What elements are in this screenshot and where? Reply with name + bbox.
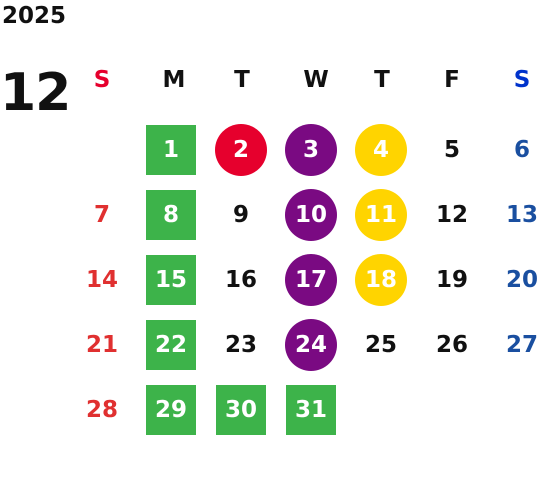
day-28: 28 — [85, 397, 118, 423]
day-4: 4 — [355, 124, 407, 176]
day-16: 16 — [224, 267, 257, 293]
day-21: 21 — [85, 332, 118, 358]
day-14: 14 — [85, 267, 118, 293]
weekday-header-sun: S — [93, 67, 111, 93]
day-31: 31 — [286, 385, 336, 435]
day-30: 30 — [216, 385, 266, 435]
day-27: 27 — [505, 332, 538, 358]
day-20: 20 — [505, 267, 538, 293]
day-19: 19 — [435, 267, 468, 293]
day-22: 22 — [146, 320, 196, 370]
day-17: 17 — [285, 254, 337, 306]
month-label: 12 — [0, 63, 71, 123]
day-3: 3 — [285, 124, 337, 176]
day-8: 8 — [146, 190, 196, 240]
weekday-header-sat: S — [513, 67, 531, 93]
weekday-header-wed: W — [303, 67, 329, 93]
day-23: 23 — [224, 332, 257, 358]
day-25: 25 — [364, 332, 397, 358]
day-29: 29 — [146, 385, 196, 435]
weekday-header-tue: T — [234, 67, 250, 93]
day-15: 15 — [146, 255, 196, 305]
day-2: 2 — [215, 124, 267, 176]
weekday-header-fri: F — [444, 67, 460, 93]
day-13: 13 — [505, 202, 538, 228]
day-24: 24 — [285, 319, 337, 371]
day-1: 1 — [146, 125, 196, 175]
day-11: 11 — [355, 189, 407, 241]
weekday-header-thu: T — [374, 67, 390, 93]
day-12: 12 — [435, 202, 468, 228]
day-18: 18 — [355, 254, 407, 306]
weekday-header-mon: M — [162, 67, 186, 93]
day-5: 5 — [443, 137, 460, 163]
day-6: 6 — [513, 137, 530, 163]
day-26: 26 — [435, 332, 468, 358]
year-label: 2025 — [2, 3, 67, 29]
day-10: 10 — [285, 189, 337, 241]
day-7: 7 — [93, 202, 110, 228]
day-9: 9 — [232, 202, 249, 228]
